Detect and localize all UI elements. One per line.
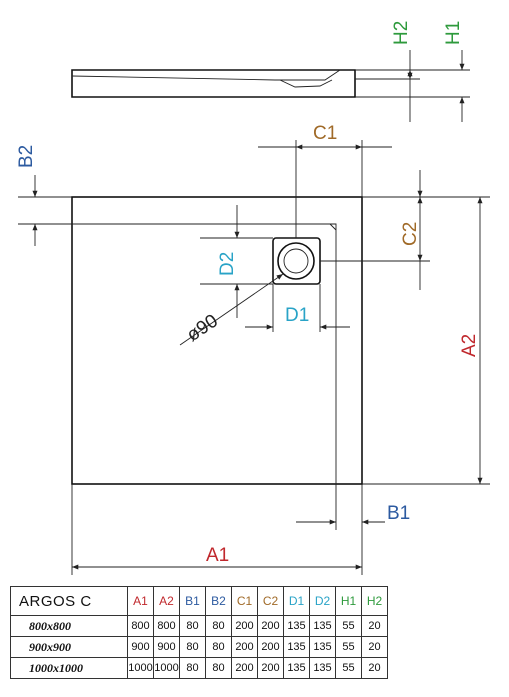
table-cell: 55 (335, 657, 362, 679)
table-cell: 800 (127, 615, 154, 637)
table-cell: 135 (309, 657, 336, 679)
table-cell: 200 (257, 615, 284, 637)
row-size: 800x800 (10, 615, 128, 637)
drain-core (283, 248, 309, 274)
table-cell: 80 (179, 615, 206, 637)
row-size: 900x900 (10, 636, 128, 658)
model-name: ARGOS C (10, 586, 128, 616)
table-cell: 20 (361, 636, 388, 658)
table-cell: 200 (257, 657, 284, 679)
table-cell: 80 (205, 636, 232, 658)
table-cell: 200 (231, 636, 258, 658)
label-d1: D1 (285, 305, 309, 326)
col-b2: B2 (205, 586, 232, 616)
table-cell: 20 (361, 657, 388, 679)
table-row: 800x800 800 800 80 80 200 200 135 135 55… (10, 615, 388, 637)
label-d2: D2 (217, 252, 238, 276)
table-cell: 200 (257, 636, 284, 658)
col-h2: H2 (361, 586, 388, 616)
side-profile-view (71, 50, 470, 122)
table-cell: 135 (283, 615, 310, 637)
col-b1: B1 (179, 586, 206, 616)
label-diameter: ø90 (183, 310, 222, 346)
label-c1: C1 (313, 123, 337, 144)
col-d2: D2 (309, 586, 336, 616)
drain-outer (272, 237, 321, 285)
table-cell: 1000 (153, 657, 180, 679)
table-header-row: ARGOS C A1 A2 B1 B2 C1 C2 D1 D2 H1 H2 (10, 586, 388, 616)
table-cell: 900 (153, 636, 180, 658)
col-d1: D1 (283, 586, 310, 616)
table-cell: 135 (309, 615, 336, 637)
table-cell: 80 (205, 615, 232, 637)
dimensions-table: ARGOS C A1 A2 B1 B2 C1 C2 D1 D2 H1 H2 80… (10, 586, 388, 679)
label-b2: B2 (16, 145, 37, 168)
table-cell: 80 (205, 657, 232, 679)
label-a2: A2 (459, 334, 480, 357)
table-cell: 900 (127, 636, 154, 658)
col-c2: C2 (257, 586, 284, 616)
col-a2: A2 (153, 586, 180, 616)
row-size: 1000x1000 (10, 657, 128, 679)
table-cell: 200 (231, 615, 258, 637)
table-row: 900x900 900 900 80 80 200 200 135 135 55… (10, 636, 388, 658)
table-cell: 800 (153, 615, 180, 637)
table-cell: 20 (361, 615, 388, 637)
label-h2: H2 (391, 21, 412, 45)
table-cell: 135 (283, 657, 310, 679)
col-a1: A1 (127, 586, 154, 616)
table-cell: 55 (335, 615, 362, 637)
top-plan-view (71, 196, 363, 485)
label-h1: H1 (443, 21, 464, 45)
col-h1: H1 (335, 586, 362, 616)
table-row: 1000x1000 1000 1000 80 80 200 200 135 13… (10, 657, 388, 679)
table-cell: 135 (309, 636, 336, 658)
drain-ring (277, 242, 315, 280)
table-cell: 200 (231, 657, 258, 679)
label-b1: B1 (387, 503, 410, 524)
label-c2: C2 (400, 222, 421, 246)
col-c1: C1 (231, 586, 258, 616)
table-cell: 80 (179, 636, 206, 658)
table-cell: 80 (179, 657, 206, 679)
table-cell: 135 (283, 636, 310, 658)
label-a1: A1 (206, 545, 229, 566)
table-cell: 1000 (127, 657, 154, 679)
table-cell: 55 (335, 636, 362, 658)
